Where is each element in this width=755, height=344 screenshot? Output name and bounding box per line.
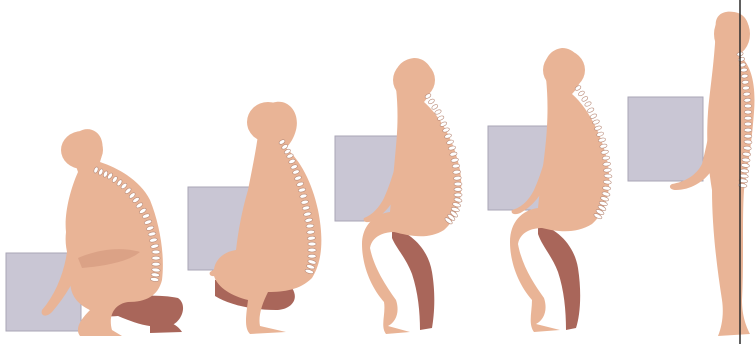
vertebra (744, 134, 752, 138)
vertebra (152, 262, 160, 266)
vertebra (428, 98, 436, 105)
vertebra (584, 101, 592, 107)
vertebra (308, 254, 316, 258)
vertebra (454, 182, 462, 186)
figure-5-head (714, 12, 750, 56)
vertebra (454, 187, 462, 191)
vertebra (454, 193, 462, 197)
figure-stage-3 (335, 58, 462, 334)
figure-1-rear-foot (150, 320, 182, 334)
vertebra (744, 104, 751, 108)
vertebra (587, 107, 595, 113)
figure-stage-5 (628, 0, 754, 344)
vertebra (744, 128, 752, 132)
vertebra (592, 119, 600, 125)
figure-stage-2 (188, 102, 321, 334)
vertebra (741, 74, 748, 79)
figure-5-body (707, 12, 754, 336)
figure-4-head (543, 50, 585, 90)
vertebra (581, 96, 589, 103)
vertebra (589, 113, 597, 119)
vertebra (308, 248, 316, 252)
figure-3-rear-leg (392, 228, 434, 330)
figure-1-head (61, 131, 103, 169)
figure-2-head (247, 102, 289, 142)
vertebra (431, 104, 439, 111)
figure-stage-4 (488, 48, 612, 332)
vertebra (744, 110, 751, 114)
vertebra (437, 115, 445, 121)
box-5 (628, 97, 703, 181)
vertebra (308, 242, 316, 246)
vertebra (578, 90, 586, 97)
vertebra (744, 116, 752, 120)
vertebra (434, 109, 442, 115)
vertebra (744, 122, 752, 126)
vertebra (152, 256, 160, 260)
figure-stage-1 (6, 129, 183, 336)
vertebra (740, 68, 747, 73)
vertebra (152, 250, 160, 254)
